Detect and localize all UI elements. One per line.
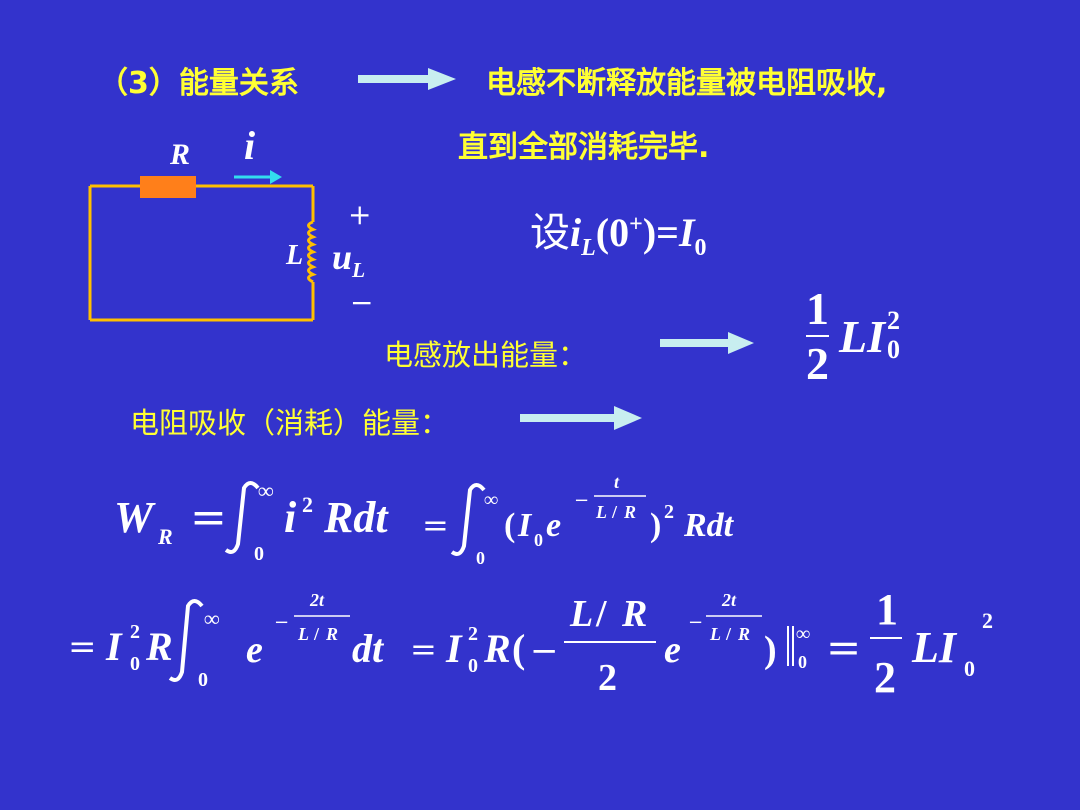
svg-text:L: L xyxy=(595,502,607,522)
rl-circuit-diagram xyxy=(88,176,317,322)
svg-text:R: R xyxy=(157,524,173,549)
arrow-right-icon xyxy=(660,332,754,354)
svg-text:2: 2 xyxy=(468,623,478,645)
current-direction-arrow-icon xyxy=(234,170,282,184)
svg-text:−: − xyxy=(274,612,289,633)
svg-text:2: 2 xyxy=(598,657,617,699)
svg-text:e: e xyxy=(664,629,681,671)
resistor-energy-integral: W R = ∞ 0 i 2 Rdt = ∞ 0 ( I 0 e − t L / … xyxy=(114,472,735,568)
minus-sign: − xyxy=(350,286,374,319)
svg-text:=: = xyxy=(422,506,449,544)
svg-text:1: 1 xyxy=(876,585,898,634)
svg-text:=: = xyxy=(68,627,97,667)
svg-text:/: / xyxy=(595,593,607,635)
svg-text:−: − xyxy=(574,490,589,511)
svg-text:−: − xyxy=(688,612,703,633)
resistor-label: R xyxy=(170,138,191,171)
svg-text:i: i xyxy=(284,493,297,542)
svg-text:0: 0 xyxy=(798,652,807,672)
svg-text:R: R xyxy=(325,624,338,644)
section-heading: （3）能量关系 xyxy=(98,66,299,101)
svg-text:R: R xyxy=(623,502,636,522)
svg-text:(: ( xyxy=(504,507,515,544)
svg-text:2: 2 xyxy=(874,653,896,702)
svg-text:): ) xyxy=(650,507,661,544)
svg-text:/: / xyxy=(313,624,320,644)
svg-text:∞: ∞ xyxy=(258,478,274,503)
svg-text:e: e xyxy=(246,629,263,671)
resistor-symbol xyxy=(140,176,196,198)
arrow-right-icon xyxy=(358,68,456,90)
conclusion-line-2: 直到全部消耗完毕. xyxy=(458,130,710,165)
svg-text:Rdt: Rdt xyxy=(323,493,389,542)
svg-text:0: 0 xyxy=(130,653,140,675)
svg-text:LI: LI xyxy=(911,623,958,672)
svg-text:2: 2 xyxy=(664,501,674,523)
svg-text:R: R xyxy=(483,626,511,671)
svg-text:(: ( xyxy=(512,626,525,671)
svg-text:dt: dt xyxy=(352,626,385,671)
inductor-label: L xyxy=(286,240,304,271)
svg-text:W: W xyxy=(114,493,156,542)
svg-text:Rdt: Rdt xyxy=(683,507,735,544)
inductor-coil xyxy=(307,220,317,284)
voltage-label: uL xyxy=(332,237,366,283)
svg-text:0: 0 xyxy=(476,548,485,568)
svg-text:R: R xyxy=(621,593,647,635)
svg-text:L: L xyxy=(709,624,721,644)
svg-text:2: 2 xyxy=(982,608,993,633)
svg-text:I: I xyxy=(105,624,123,669)
svg-text:L: L xyxy=(297,624,309,644)
svg-text:∞: ∞ xyxy=(204,606,220,631)
svg-text:R: R xyxy=(737,624,750,644)
svg-text:e: e xyxy=(546,507,561,544)
svg-text:2: 2 xyxy=(130,621,140,643)
current-label: i xyxy=(244,123,256,168)
svg-text:0: 0 xyxy=(964,656,975,681)
svg-text:2: 2 xyxy=(302,492,313,517)
svg-text:2t: 2t xyxy=(309,590,325,610)
svg-text:=: = xyxy=(190,492,227,543)
svg-text:0: 0 xyxy=(254,543,264,565)
svg-text:/: / xyxy=(725,624,732,644)
svg-text:−: − xyxy=(530,631,559,671)
inductor-energy-label: 电感放出能量： xyxy=(384,338,588,372)
conclusion-line-1: 电感不断释放能量被电阻吸收, xyxy=(486,66,888,101)
svg-text:∞: ∞ xyxy=(796,623,810,645)
plus-sign: + xyxy=(348,198,372,231)
svg-text:I: I xyxy=(445,626,463,671)
svg-text:/: / xyxy=(611,502,618,522)
svg-text:0: 0 xyxy=(468,655,478,677)
svg-text:0: 0 xyxy=(534,530,543,550)
svg-text:R: R xyxy=(145,624,173,669)
svg-text:2t: 2t xyxy=(721,590,737,610)
svg-text:t: t xyxy=(614,472,620,492)
svg-text:I: I xyxy=(517,507,533,544)
integral-evaluation: = I 0 2 R ∞ 0 e − 2t L / R dt = I 0 2 R … xyxy=(68,585,993,702)
svg-text:L: L xyxy=(569,593,593,635)
arrow-right-icon xyxy=(520,406,642,430)
svg-text:∞: ∞ xyxy=(484,489,498,511)
svg-text:=: = xyxy=(410,630,437,668)
svg-text:): ) xyxy=(764,629,777,671)
resistor-energy-label: 电阻吸收（消耗）能量： xyxy=(130,406,450,440)
svg-text:=: = xyxy=(826,623,861,672)
initial-condition: 设iL(0+)=I0 xyxy=(530,210,707,261)
svg-text:0: 0 xyxy=(198,669,208,691)
